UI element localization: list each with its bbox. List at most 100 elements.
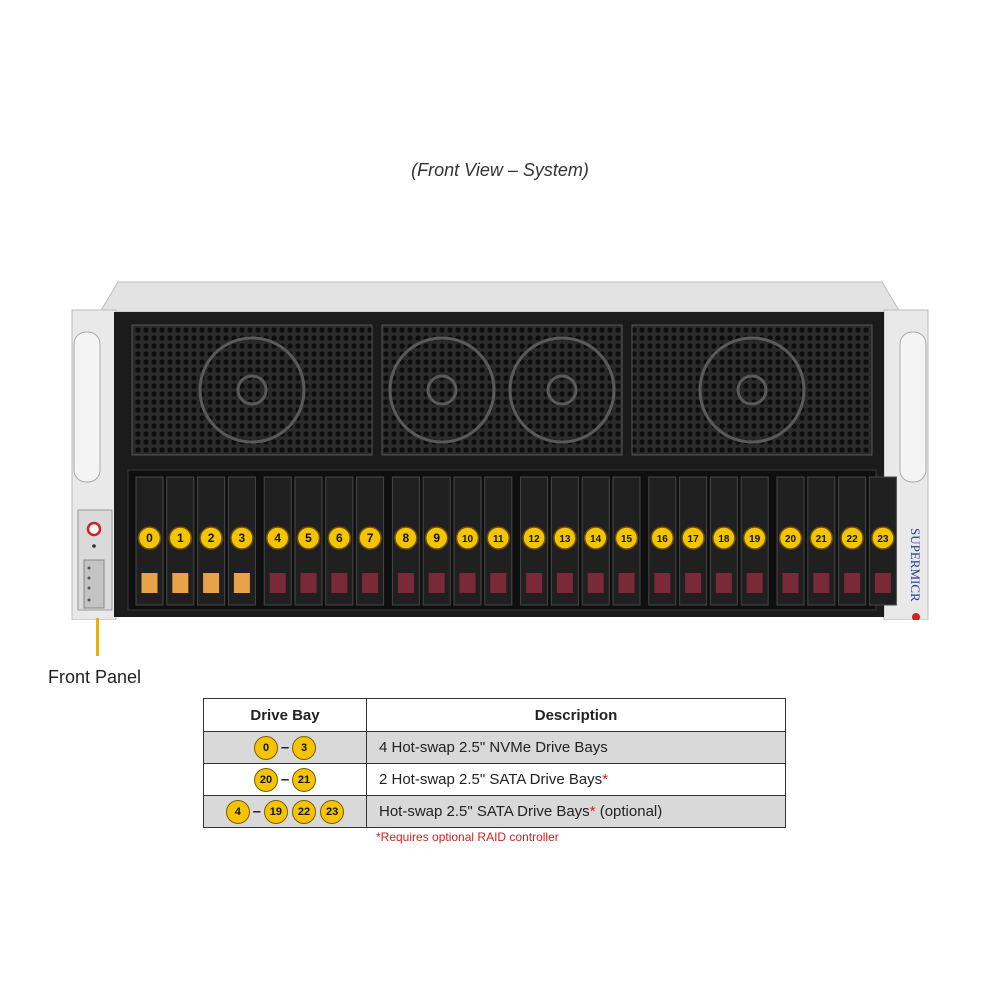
drive-bay-badge xyxy=(394,526,418,550)
legend-description: Hot-swap 2.5" SATA Drive Bays xyxy=(379,803,590,820)
bay-badge: 21 xyxy=(292,767,316,792)
drive-bay-number: 3 xyxy=(239,531,246,545)
range-dash: – xyxy=(280,739,290,756)
sata-drive-handle xyxy=(428,573,445,593)
drive-bay-number: 20 xyxy=(785,534,797,545)
drive-bay-badge xyxy=(778,526,803,550)
drive-bay-badge xyxy=(486,526,511,550)
right-handle xyxy=(899,331,927,483)
nvme-drive-handle xyxy=(203,573,220,593)
footnote: *Requires optional RAID controller xyxy=(376,830,559,844)
drive-bay-number: 0 xyxy=(146,531,153,545)
nvme-drive-handle xyxy=(141,573,158,593)
drive-bay-badge xyxy=(199,526,223,550)
brand-logo: SUPERMICR xyxy=(908,528,923,602)
drive-bay-number: 9 xyxy=(433,531,440,545)
legend-row: 0–3 4 Hot-swap 2.5" NVMe Drive Bays xyxy=(203,731,786,764)
bay-badge: 22 xyxy=(292,799,316,824)
front-panel-leds xyxy=(87,566,91,602)
drive-bay-number: 15 xyxy=(621,534,633,545)
drive-bay-badge xyxy=(265,526,290,550)
drive-bay-number: 12 xyxy=(529,534,541,545)
front-panel-callout-line xyxy=(96,618,99,656)
asterisk: * xyxy=(602,771,609,788)
drive-bay-number: 10 xyxy=(462,534,474,545)
drive-bay-badge xyxy=(455,526,480,550)
legend-description-cell: 4 Hot-swap 2.5" NVMe Drive Bays xyxy=(366,731,786,764)
sata-drive-handle xyxy=(587,573,604,593)
drive-bay-number: 17 xyxy=(688,534,700,545)
fan-grille-center xyxy=(381,324,623,456)
drive-bay-badge xyxy=(358,526,382,550)
bay-badge: 3 xyxy=(292,735,316,760)
drive-bay-badge xyxy=(583,526,608,550)
legend-row: 4–19 22 23 Hot-swap 2.5" SATA Drive Bays… xyxy=(203,795,786,828)
legend-bay-cell: 0–3 xyxy=(203,731,367,764)
legend-bay-cell: 20–21 xyxy=(203,763,367,796)
drive-bay-badge xyxy=(327,526,352,550)
status-led xyxy=(92,544,96,548)
fan-grille-right xyxy=(631,324,873,456)
drive-bay-number: 16 xyxy=(657,534,669,545)
legend-description-suffix: (optional) xyxy=(595,803,663,820)
drive-bay-number: 8 xyxy=(403,531,410,545)
drive-bay-number: 18 xyxy=(718,534,730,545)
bay-badge: 23 xyxy=(320,799,345,824)
front-panel-led-strip xyxy=(83,559,105,609)
bay-badge: 19 xyxy=(263,799,288,824)
drive-bay-number: 7 xyxy=(367,531,374,545)
drive-bay-badge xyxy=(742,526,767,550)
range-dash: – xyxy=(280,771,290,788)
drive-bay-legend-table: Drive Bay Description 0–3 4 Hot-swap 2.5… xyxy=(203,698,786,828)
drive-bay-number: 4 xyxy=(274,531,281,545)
sata-drive-handle xyxy=(526,573,543,593)
legend-row: 20–21 2 Hot-swap 2.5" SATA Drive Bays* xyxy=(203,763,786,796)
sata-drive-handle xyxy=(490,573,507,593)
nvme-drive-handle xyxy=(172,573,189,593)
drive-bay-badge xyxy=(614,526,639,550)
nvme-drive-handle xyxy=(233,573,250,593)
drive-bay-badge xyxy=(230,526,254,550)
drive-bay-number: 13 xyxy=(559,534,571,545)
drive-bay-number: 14 xyxy=(590,534,602,545)
legend-description: 2 Hot-swap 2.5" SATA Drive Bays xyxy=(379,771,603,788)
left-handle xyxy=(73,331,101,483)
bay-badge: 0 xyxy=(254,735,278,760)
drive-bay-number: 23 xyxy=(877,534,889,545)
front-panel-label: Front Panel xyxy=(48,667,142,687)
asterisk: * xyxy=(589,803,596,820)
sata-drive-handle xyxy=(685,573,702,593)
sata-drive-handle xyxy=(746,573,763,593)
drive-bay-badge xyxy=(840,526,864,550)
sata-drive-handle xyxy=(397,573,414,593)
chassis-top xyxy=(99,281,901,313)
figure-caption: (Front View – System) xyxy=(411,160,589,180)
drive-bay-badge xyxy=(712,526,736,550)
drive-bay-badge xyxy=(137,526,162,550)
drive-bay-number: 5 xyxy=(305,531,312,545)
drive-bay-badge xyxy=(681,526,705,550)
power-button xyxy=(86,521,102,537)
bay-badge: 4 xyxy=(225,799,250,824)
range-dash: – xyxy=(252,803,261,820)
fan-grille-left xyxy=(131,324,373,456)
drive-bay-number: 19 xyxy=(749,534,761,545)
drive-bay-badge xyxy=(553,526,577,550)
fan-blades xyxy=(198,336,806,444)
drive-bay-number: 11 xyxy=(493,534,504,545)
drive-bay-badge xyxy=(650,526,675,550)
sata-drive-handle xyxy=(300,573,317,593)
drive-bay-badge xyxy=(168,526,193,550)
sata-drive-handle xyxy=(618,573,635,593)
sata-drive-handle xyxy=(715,573,732,593)
drive-bay-number: 6 xyxy=(336,531,343,545)
legend-header-row: Drive Bay Description xyxy=(203,698,786,732)
drive-bay-number: 21 xyxy=(816,534,828,545)
drive-bay-badge xyxy=(871,526,895,550)
sata-drive-handle xyxy=(362,573,379,593)
drive-bay-badge xyxy=(296,526,321,550)
sata-drive-handle xyxy=(459,573,476,593)
legend-header-description: Description xyxy=(366,698,786,732)
brand-logo-dot xyxy=(912,613,920,620)
